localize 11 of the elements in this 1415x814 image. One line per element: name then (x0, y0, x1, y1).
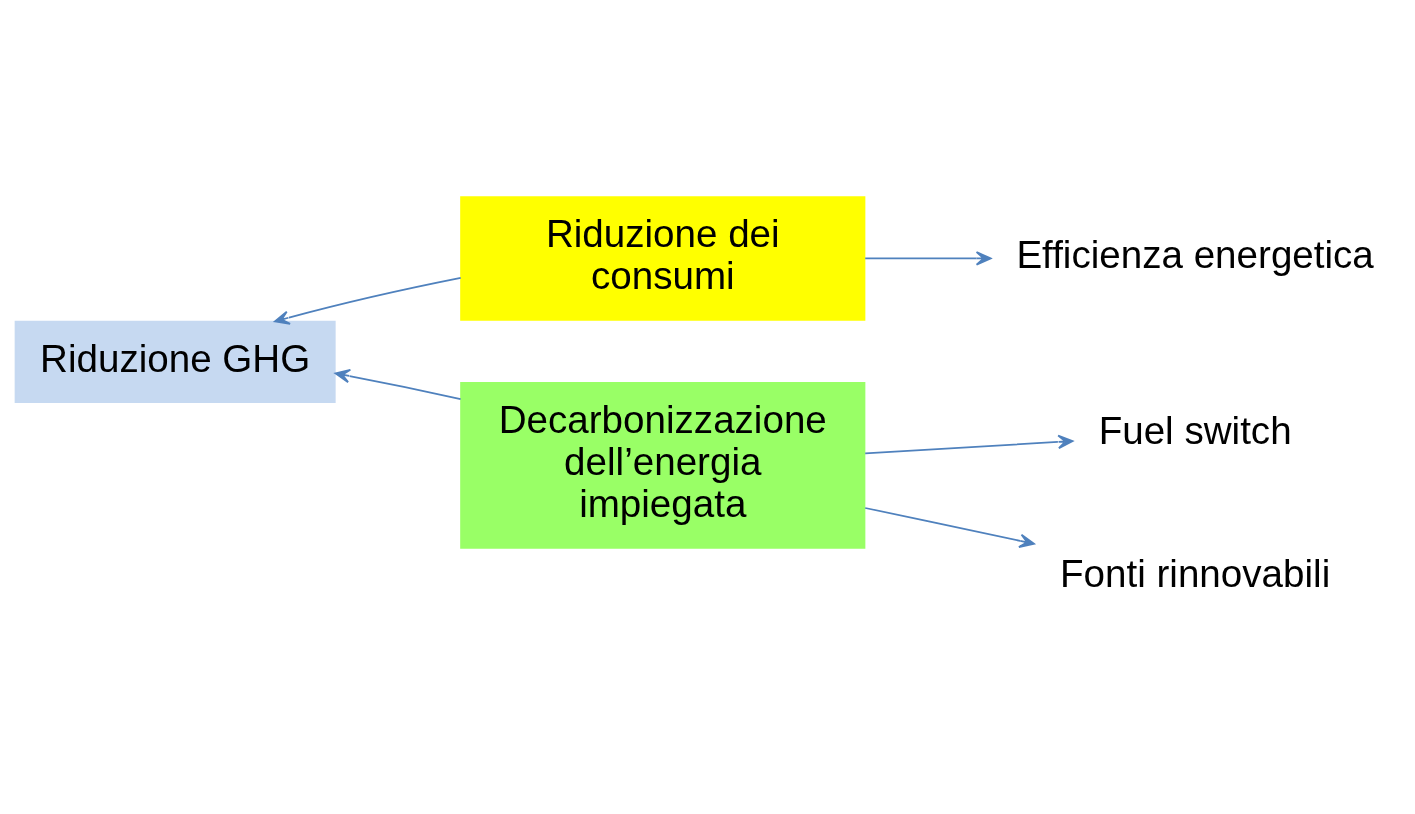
arrow (864, 506, 1035, 548)
node-box: Decarbonizzazione dell’energia impiegata (460, 381, 866, 549)
arrow (334, 368, 462, 400)
node-box: Riduzione GHG (14, 320, 336, 403)
node-text: Efficienza energetica (1016, 232, 1374, 276)
arrow (864, 434, 1074, 454)
node-box: Riduzione dei consumi (460, 195, 866, 321)
node-text: Fuel switch (1098, 408, 1292, 452)
node-text: Fonti rinnovabili (1060, 551, 1331, 595)
arrow (274, 276, 462, 325)
arrow (864, 250, 992, 266)
